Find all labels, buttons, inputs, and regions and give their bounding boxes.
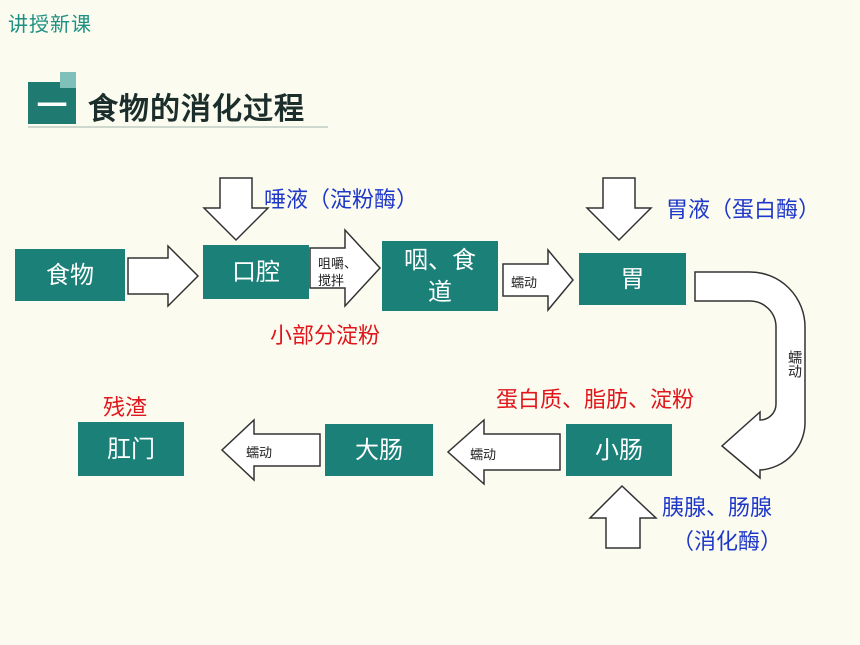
- node-mouth: 口腔: [203, 245, 309, 299]
- arrow-gastric-down: [585, 177, 653, 242]
- node-large-intestine: 大肠: [325, 424, 433, 476]
- arrow-pancreas-up: [588, 484, 658, 549]
- title-underline: [28, 126, 328, 128]
- arrow-peristalsis-2: [694, 271, 806, 480]
- annotation-nutrients: 蛋白质、脂肪、淀粉: [496, 388, 695, 413]
- arrow-label-peristalsis-2: 蠕动: [786, 350, 802, 378]
- node-stomach: 胃: [579, 253, 686, 305]
- annotation-residue: 残渣: [103, 396, 148, 421]
- arrow-label-peristalsis-4: 蠕动: [246, 446, 273, 461]
- node-pharynx-line1: 咽、食: [404, 246, 476, 274]
- node-pharynx-esophagus: 咽、食 道: [382, 241, 498, 311]
- arrow-label-peristalsis-1: 蠕动: [511, 276, 538, 291]
- arrow-saliva-down: [202, 177, 270, 242]
- page-title: 食物的消化过程: [88, 92, 305, 127]
- annotation-starch-part: 小部分淀粉: [270, 324, 381, 349]
- arrow-peristalsis-4: [220, 418, 321, 482]
- annotation-pancreas-line2: （消化酶）: [672, 530, 783, 555]
- arrow-label-chew-line1: 咀嚼、: [318, 257, 358, 272]
- section-label: 讲授新课: [8, 12, 92, 36]
- node-small-intestine: 小肠: [566, 424, 672, 476]
- annotation-saliva: 唾液（淀粉酶）: [264, 188, 419, 213]
- arrow-label-chew-line2: 搅拌: [318, 274, 345, 289]
- annotation-gastric-juice: 胃液（蛋白酶）: [666, 198, 821, 223]
- arrow-peristalsis-1: [502, 247, 574, 313]
- arrow-label-peristalsis-3: 蠕动: [470, 448, 497, 463]
- title-number-block: 一: [28, 82, 76, 124]
- annotation-pancreas-line1: 胰腺、肠腺: [662, 496, 773, 521]
- arrow-label-chew: 咀嚼、 搅拌: [318, 256, 357, 290]
- arrow-chew: [309, 228, 382, 308]
- arrow-food-to-mouth: [127, 244, 200, 308]
- title-corner-decoration: [60, 72, 76, 88]
- node-anus: 肛门: [78, 422, 184, 476]
- arrow-peristalsis-3: [446, 418, 561, 486]
- node-food: 食物: [15, 249, 125, 301]
- node-pharynx-line2: 道: [428, 278, 452, 306]
